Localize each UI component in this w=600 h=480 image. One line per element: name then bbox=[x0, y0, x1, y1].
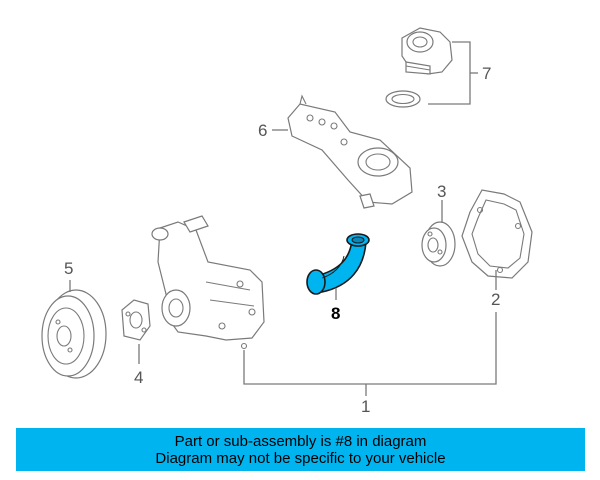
thermostat-gasket bbox=[385, 90, 421, 108]
bypass-hose-highlighted[interactable] bbox=[306, 233, 370, 295]
pulley-hub bbox=[421, 221, 456, 267]
callout-1[interactable]: 1 bbox=[361, 397, 370, 416]
banner-line-2: Diagram may not be specific to your vehi… bbox=[155, 449, 446, 467]
water-pump-gasket bbox=[461, 189, 533, 279]
callout-8[interactable]: 8 bbox=[331, 304, 340, 323]
callout-7[interactable]: 7 bbox=[482, 64, 491, 83]
callout-6[interactable]: 6 bbox=[258, 121, 267, 140]
water-pump bbox=[151, 215, 265, 350]
pulley-spacer bbox=[121, 299, 151, 341]
thermostat-housing bbox=[401, 27, 453, 75]
info-banner: Part or sub-assembly is #8 in diagram Di… bbox=[16, 428, 585, 471]
callout-5[interactable]: 5 bbox=[64, 259, 73, 278]
pulley bbox=[41, 289, 107, 379]
water-outlet-housing bbox=[287, 94, 413, 209]
callout-2[interactable]: 2 bbox=[491, 290, 500, 309]
callout-3[interactable]: 3 bbox=[437, 182, 446, 201]
callout-4[interactable]: 4 bbox=[134, 368, 143, 387]
banner-line-1: Part or sub-assembly is #8 in diagram bbox=[174, 432, 427, 450]
leader-1 bbox=[243, 312, 497, 385]
